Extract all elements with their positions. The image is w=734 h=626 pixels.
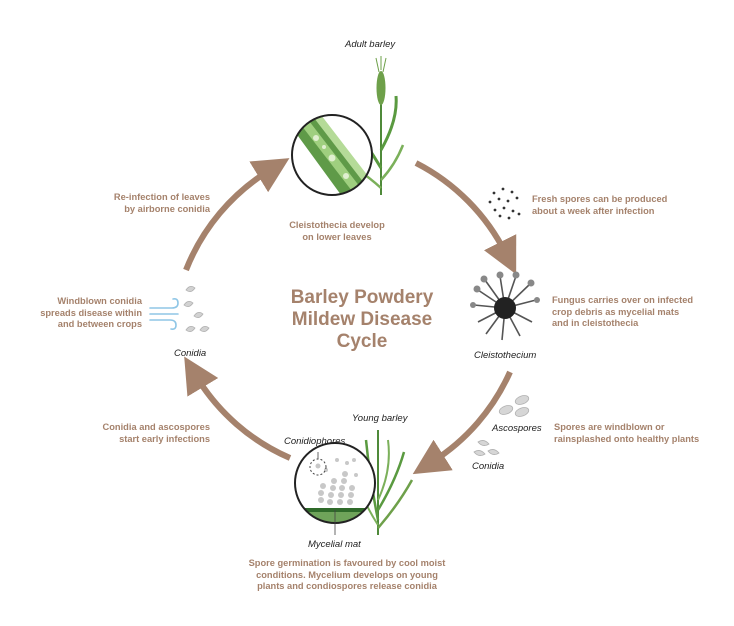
- title-line-3: Cycle: [336, 331, 388, 352]
- diagram-title: Barley Powdery Mildew Disease Cycle: [262, 287, 462, 353]
- cycle-arrows: [183, 158, 517, 475]
- stage-reinfection: Re-infection of leaves by airborne conid…: [113, 192, 210, 214]
- stage-fresh-spores: Fresh spores can be produced about a wee…: [532, 194, 668, 216]
- stage-fungus-carries-over: Fungus carries over on infected crop deb…: [552, 295, 694, 328]
- arrow-bottom-right: [412, 370, 513, 475]
- spore-dots-icon: [488, 187, 521, 220]
- infected-leaf-closeup-icon: [291, 114, 373, 196]
- stage-spore-germination: Spore germination is favoured by cool mo…: [248, 558, 446, 591]
- conidia-left-spores-icon: [183, 286, 210, 332]
- stage-spores-windblown: Spores are windblown or rainsplashed ont…: [554, 422, 700, 444]
- adult-barley-label: Adult barley: [345, 39, 396, 50]
- title-line-1: Barley Powdery: [290, 287, 434, 308]
- mycelial-mat-closeup-icon: [294, 442, 376, 535]
- stage-cleistothecia-develop: Cleistothecia develop on lower leaves: [289, 220, 385, 242]
- arrow-top-left: [183, 158, 290, 272]
- ascospores-label: Ascospores: [492, 423, 542, 434]
- cleistothecium-icon: [470, 271, 540, 341]
- wind-icon: [149, 298, 179, 330]
- cleistothecium-label: Cleistothecium: [474, 350, 537, 361]
- conidia-spore-icon: [473, 440, 500, 456]
- conidiophores-label: Conidiophores: [284, 436, 346, 447]
- ascospore-icon: [498, 395, 530, 417]
- stage-conidia-ascospores: Conidia and ascospores start early infec…: [102, 422, 210, 444]
- arrow-bottom-left: [184, 356, 292, 461]
- title-line-2: Mildew Disease: [291, 309, 433, 330]
- stage-windblown-conidia: Windblown conidia spreads disease within…: [40, 296, 142, 329]
- conidia-left-label: Conidia: [174, 348, 207, 359]
- conidia-right-label: Conidia: [472, 461, 505, 472]
- young-barley-label: Young barley: [352, 413, 408, 424]
- arrow-top-right: [414, 160, 517, 275]
- mycelial-mat-label: Mycelial mat: [308, 539, 361, 550]
